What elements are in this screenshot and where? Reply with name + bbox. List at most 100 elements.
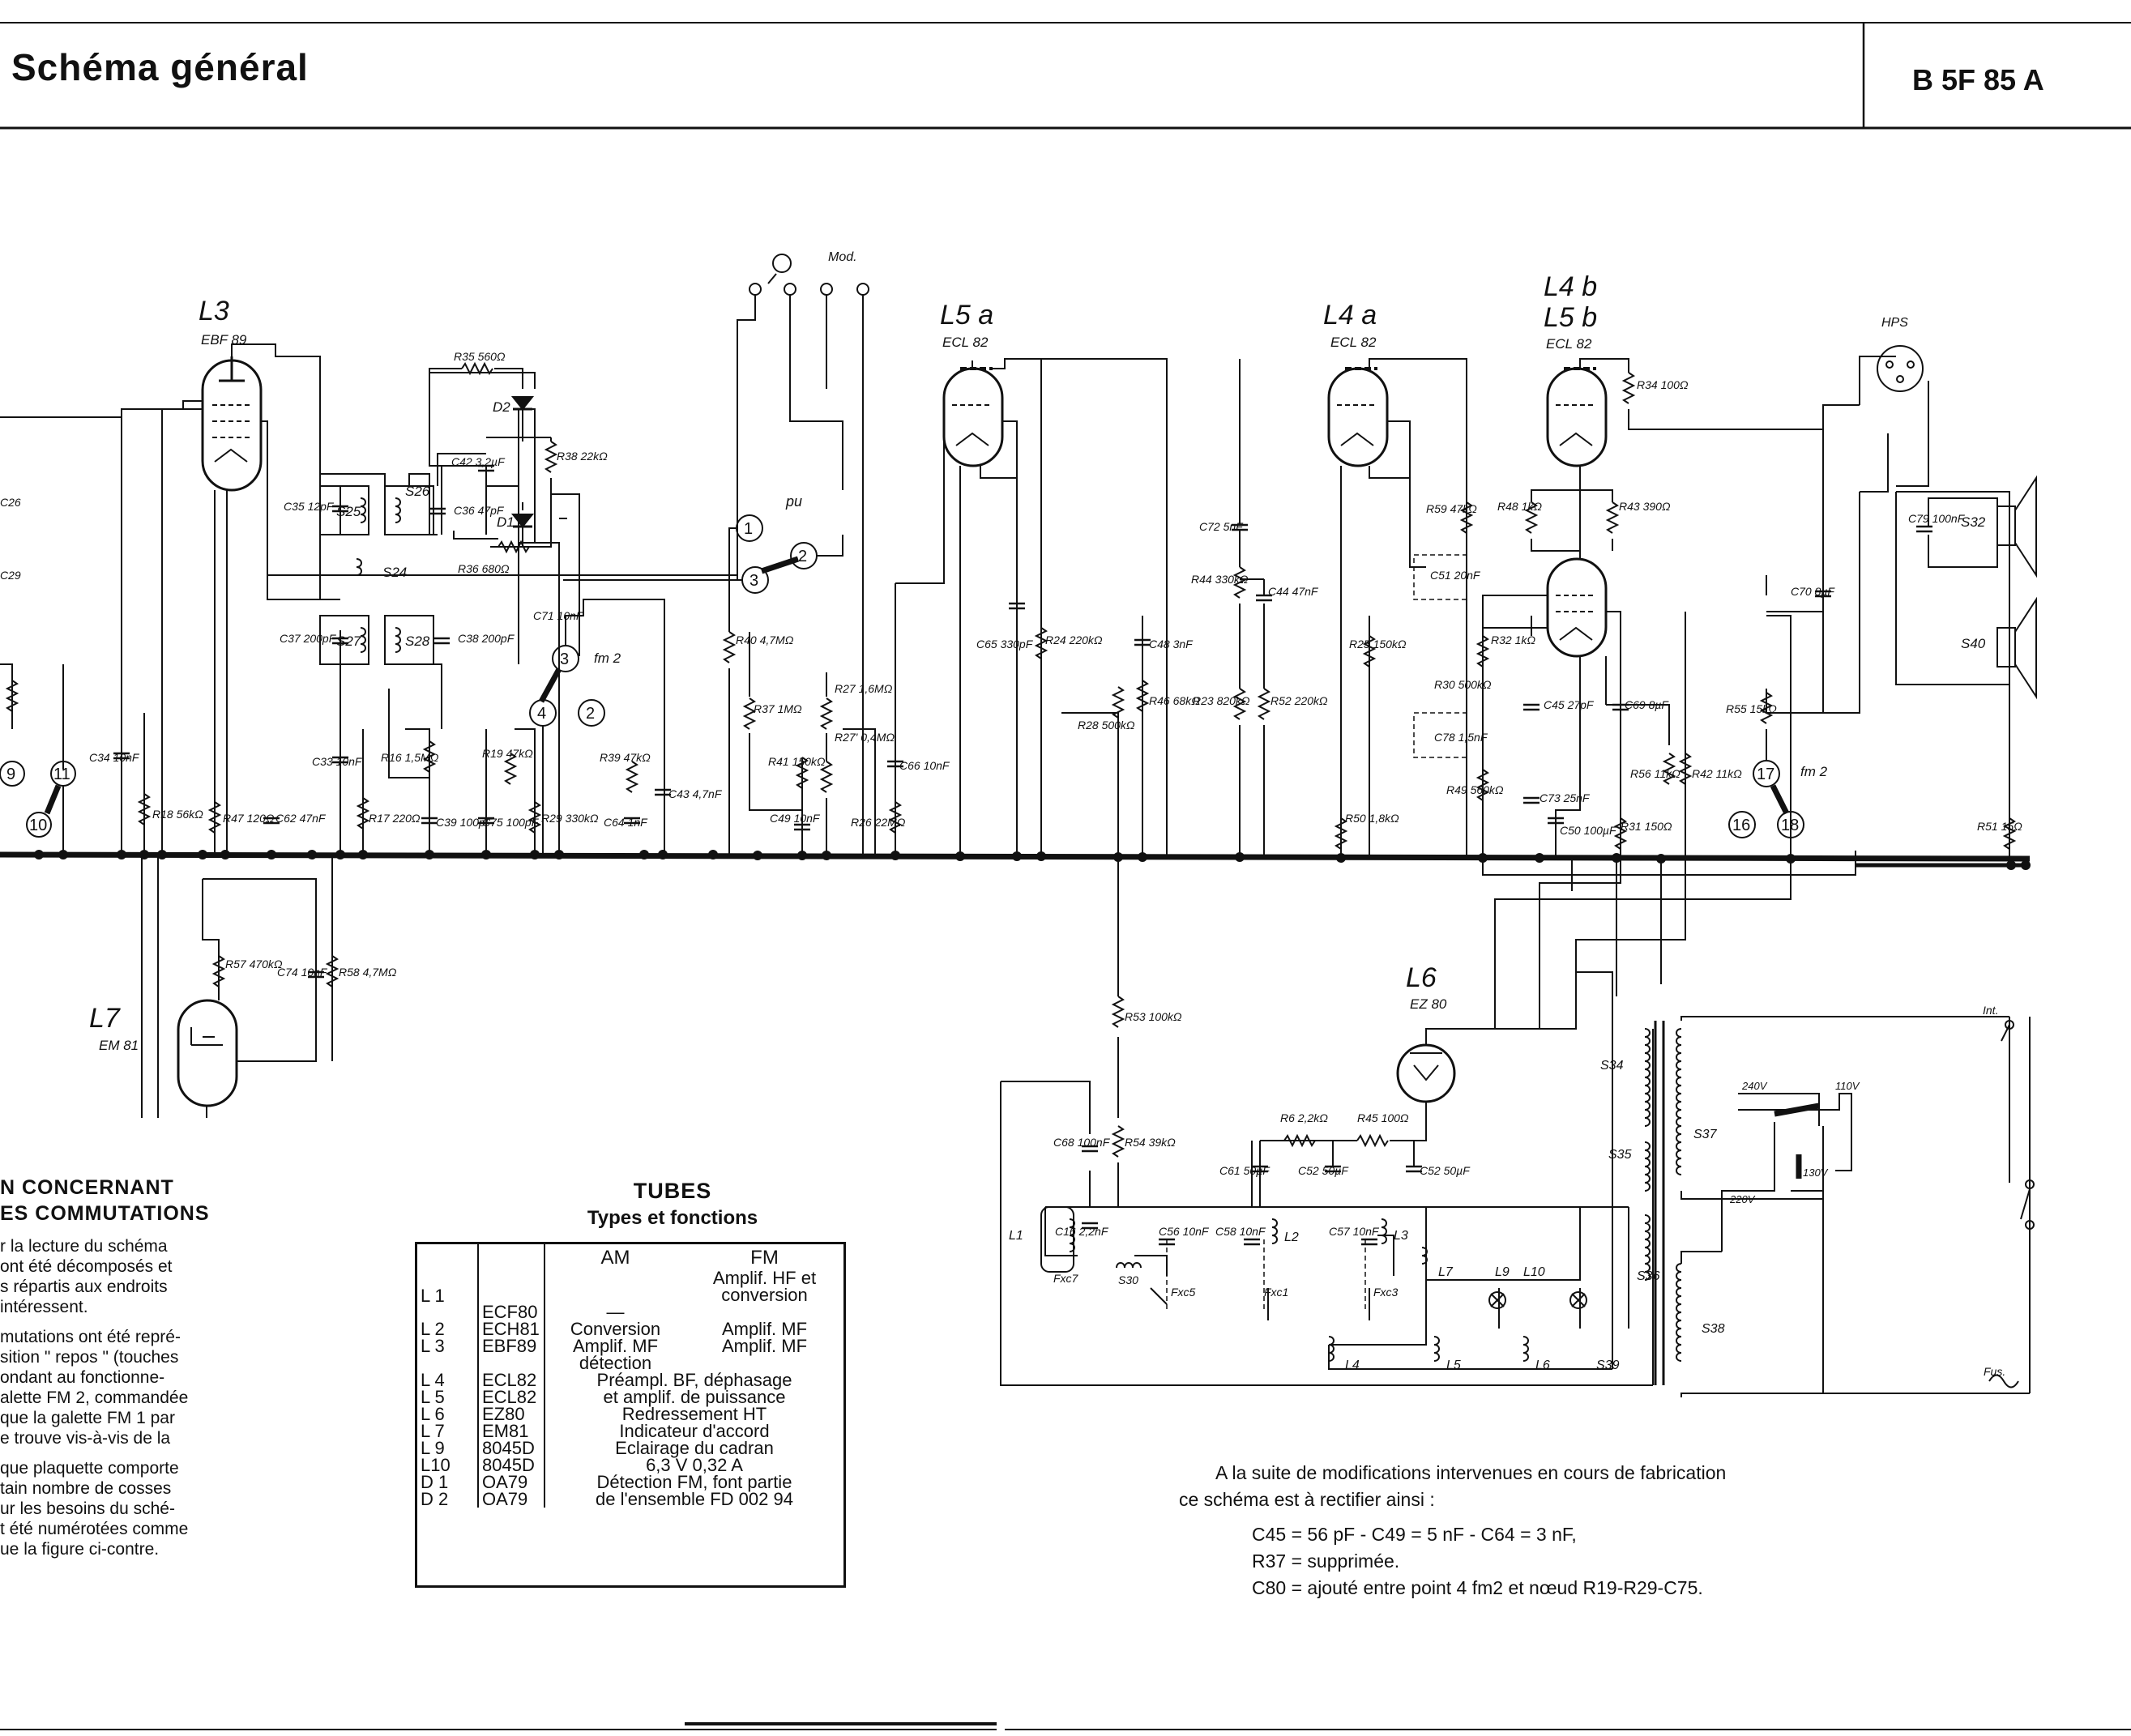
L3-wiring	[0, 343, 738, 855]
node-2a: 2	[798, 548, 807, 565]
lbl-C42: C42 3,2µF	[451, 455, 506, 468]
tube-am: Amplif. MF détection	[544, 1337, 685, 1372]
lbl-R35: R35 560Ω	[454, 350, 506, 363]
notes-line: ue la figure ci-contre.	[0, 1540, 160, 1559]
tube-id: L10	[417, 1457, 479, 1474]
table-row: L 4 ECL82 Préampl. BF, déphasage	[417, 1371, 843, 1389]
notes-line: que plaquette comporte	[0, 1459, 179, 1478]
notes-line: mutations ont été repré-	[0, 1328, 181, 1346]
tube-L6	[1396, 1043, 1456, 1103]
tubes-heading: TUBES Types et fonctions	[502, 1179, 843, 1230]
label-L5a-type: ECL 82	[942, 335, 989, 350]
table-row: L 6 EZ80 Redressement HT	[417, 1404, 843, 1424]
lbl-R36: R36 680Ω	[458, 562, 510, 575]
tube-function: Indicateur d'accord	[619, 1421, 770, 1441]
mains-switch	[1988, 1020, 2035, 1388]
switch-section	[529, 254, 869, 855]
label-L3-type: EBF 89	[201, 332, 247, 348]
tube-L5b	[1546, 557, 1608, 658]
lbl-R27b: R27' 0,4MΩ	[835, 731, 895, 744]
lbl-R19: R19 47kΩ	[482, 747, 533, 760]
node-3a: 3	[749, 572, 758, 590]
transformer	[1644, 1016, 2031, 1397]
lbl-S24: S24	[382, 565, 407, 580]
lbl-R43: R43 390Ω	[1619, 500, 1671, 513]
lbl-D2: D2	[493, 399, 510, 415]
tube-L3	[201, 356, 263, 492]
lbl-C48: C48 3nF	[1149, 638, 1194, 650]
lbl-C29: C29	[0, 569, 21, 582]
notes-paragraph-2: mutations ont été repré- sition " repos …	[0, 1327, 251, 1448]
lbl-L9: L9	[1495, 1265, 1510, 1279]
table-row: D 1 OA79 Détection FM, font partie	[417, 1474, 843, 1491]
col-fm: FM	[750, 1247, 779, 1269]
lbl-C36: C36 47pF	[454, 504, 505, 517]
tube-id: L 6	[417, 1405, 479, 1423]
lbl-R56: R56 11kΩ	[1630, 767, 1680, 780]
tube-id: L 3	[417, 1337, 479, 1371]
table-row: D 2 OA79 de l'ensemble FD 002 94	[417, 1491, 843, 1508]
lbl-L10: L10	[1523, 1265, 1545, 1279]
table-row: L10 8045D 6,3 V 0,32 A	[417, 1457, 843, 1474]
notes-line: s répartis aux endroits	[0, 1277, 168, 1296]
lbl-R38: R38 22kΩ	[557, 450, 608, 463]
lbl-C72: C72 5nF	[1199, 520, 1244, 533]
lbl-mod: Mod.	[828, 250, 857, 264]
lbl-R28: R28 500kΩ	[1078, 719, 1135, 732]
lbl-C68: C68 100nF	[1053, 1136, 1111, 1149]
page-header: Schéma général B 5F 85 A	[0, 0, 2131, 128]
lbl-R44: R44 330kΩ	[1191, 573, 1249, 586]
notes-paragraph-1: r la lecture du schéma ont été décomposé…	[0, 1236, 251, 1317]
tube-am: Conversion	[570, 1319, 661, 1339]
lbl-C38: C38 200pF	[458, 632, 515, 645]
L4-driver-wiring	[1239, 359, 1265, 857]
rf-coils	[1040, 1206, 1612, 1370]
lbl-C58: C58 10nF	[1215, 1225, 1266, 1238]
lbl-R27: R27 1,6MΩ	[835, 682, 893, 695]
lbl-C75: C75 100pF	[482, 816, 540, 829]
lbl-C78: C78 1,5nF	[1434, 731, 1488, 744]
lbl-L4c: L4	[1345, 1359, 1360, 1372]
lbl-R48: R48 1kΩ	[1497, 500, 1542, 513]
notes-line: sition " repos " (touches	[0, 1348, 179, 1367]
lbl-S32: S32	[1961, 514, 1986, 530]
lbl-Fxc7: Fxc7	[1053, 1272, 1079, 1285]
dashed-boxes	[1166, 554, 1467, 1312]
tube-type: EBF89	[478, 1337, 545, 1371]
tube-type: 8045D	[478, 1457, 545, 1474]
lbl-L1: L1	[1009, 1229, 1023, 1243]
lbl-S38: S38	[1702, 1322, 1725, 1336]
table-row: L 9 8045D Eclairage du cadran	[417, 1440, 843, 1457]
mods-line-2: R37 = supprimée.	[1252, 1550, 1400, 1572]
lbl-130V: 130V	[1803, 1167, 1829, 1179]
lbl-Fxc3: Fxc3	[1373, 1286, 1399, 1299]
lbl-R29: R29 330kΩ	[541, 812, 599, 825]
header-frame	[0, 22, 2131, 1730]
table-row: L 1 ECF80 — Amplif. HF et conversion	[417, 1269, 843, 1321]
lbl-R24: R24 220kΩ	[1045, 633, 1103, 646]
lbl-C79: C79 100nF	[1908, 512, 1966, 525]
tube-id: D 2	[417, 1491, 479, 1508]
cell-empty	[417, 1244, 479, 1269]
tube-function: Redressement HT	[621, 1404, 767, 1424]
tube-id: L 7	[417, 1422, 479, 1440]
mods-intro-1: A la suite de modifications intervenues …	[1215, 1462, 1727, 1483]
tubes-table: AM FM L 1 ECF80 — Amplif. HF et conversi…	[415, 1242, 846, 1588]
lbl-Fxc5: Fxc5	[1171, 1286, 1196, 1299]
notes-line: r la lecture du schéma	[0, 1237, 168, 1256]
detector-section	[429, 363, 580, 656]
cell-empty	[478, 1244, 545, 1269]
lbl-R37: R37 1MΩ	[754, 702, 802, 715]
tube-type: ECL82	[478, 1371, 545, 1389]
component-labels: Mod. pu HPS R35 560Ω D2 D1 C42 3,2µF R38…	[0, 250, 2022, 1378]
lbl-R6: R6 2,2kΩ	[1280, 1111, 1328, 1124]
lbl-R32: R32 1kΩ	[1491, 633, 1535, 646]
tube-L7	[177, 999, 238, 1107]
lbl-hps: HPS	[1881, 316, 1908, 330]
label-L6-type: EZ 80	[1410, 996, 1447, 1012]
document-code: B 5F 85 A	[1912, 63, 2044, 96]
col-am: AM	[600, 1247, 630, 1269]
tube-fm: Amplif. MF	[721, 1319, 808, 1339]
lbl-C37: C37 200pF	[280, 632, 337, 645]
lbl-R53: R53 100kΩ	[1125, 1010, 1182, 1023]
